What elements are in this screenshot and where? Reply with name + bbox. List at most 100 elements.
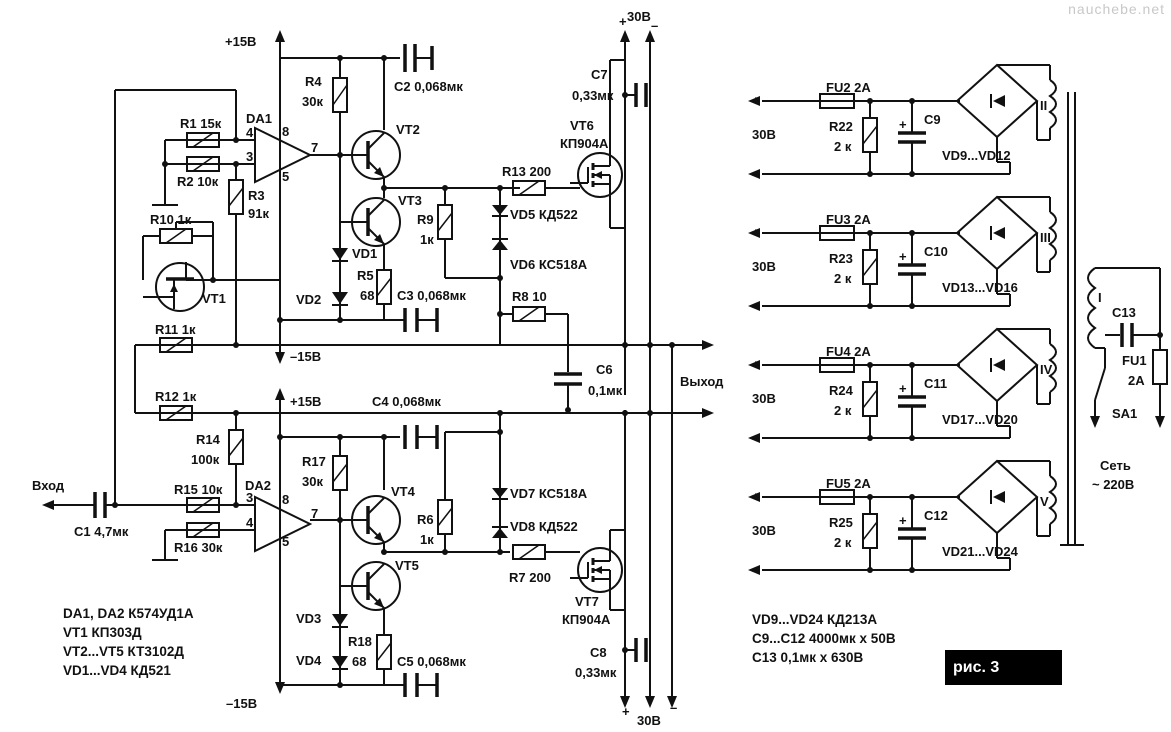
da1-opamp [254,126,313,184]
label-minus: – [752,167,759,182]
label-vt6-type: КП904А [560,136,609,151]
plus-arrow-icon [748,96,760,106]
bridge-diode-icon [993,359,1005,371]
label-r13: R13 200 [502,164,551,179]
secondary-winding [1048,343,1057,393]
label-vt7: VT7 [575,594,599,609]
label-r10: R10 1к [150,212,192,227]
label-plus: + [752,357,760,372]
label-winding-primary: I [1098,290,1102,305]
note-left-2: VT1 КП303Д [63,625,142,640]
pin-4-da1: 4 [246,125,254,140]
label-r14v: 100к [191,452,220,467]
pin-8-da1: 8 [282,124,289,139]
label-r5v: 68 [360,288,374,303]
label-vd3: VD3 [296,611,321,626]
label-r7: R7 200 [509,570,551,585]
label-r18: R18 [348,634,372,649]
bridge-diode-icon [993,491,1005,503]
label-winding: IV [1040,362,1053,377]
primary-winding [1087,267,1097,349]
plus15-arrow-icon [275,30,285,42]
label-vt6: VT6 [570,118,594,133]
label-bleeder-value: 2 к [834,403,852,418]
label-r16: R16 30к [174,540,223,555]
fuse [819,489,855,505]
svg-text:+: + [899,117,907,132]
vt4-transistor [344,494,402,546]
label-fuse: FU2 2А [826,80,871,95]
label-bridge: VD9...VD12 [942,148,1011,163]
plus-arrow-icon [748,492,760,502]
label-r18v: 68 [352,654,366,669]
label-c8: C8 [590,645,607,660]
fuse [819,225,855,241]
label-c5: C5 0,068мк [397,654,466,669]
label-30v-bot: 30В [637,713,661,728]
label-vt1: VT1 [202,291,226,306]
label-vd5: VD5 КД522 [510,207,578,222]
label-bleeder-res: R22 [829,119,853,134]
label-filter-cap: C10 [924,244,948,259]
label-fuse: FU5 2А [826,476,871,491]
label-r14: R14 [196,432,221,447]
label-vt4: VT4 [391,484,416,499]
note-left-4: VD1...VD4 КД521 [63,663,171,678]
label-filter-cap: C9 [924,112,941,127]
label-c6: C6 [596,362,613,377]
label-filter-cap: C11 [924,376,947,391]
label-m15-bot: –15В [226,696,257,711]
plus-arrow-icon [748,360,760,370]
label-r3: R3 [248,188,265,203]
component-notes-right: VD9...VD24 КД213А C9...C12 4000мк х 50В … [752,610,896,667]
da2-opamp [254,495,313,553]
label-winding: II [1040,98,1047,113]
label-c7v: 0,33мк [572,88,614,103]
label-vd1: VD1 [352,246,377,261]
label-r17v: 30к [302,474,323,489]
label-r9: R9 [417,212,434,227]
secondary-winding [1048,211,1057,261]
sa1-switch [1094,367,1106,401]
label-vhod: Вход [32,478,65,493]
label-minus: – [752,299,759,314]
label-r8: R8 10 [512,289,547,304]
note-left-3: VT2...VT5 КТ3102Д [63,644,184,659]
minus-arrow-icon [748,301,760,311]
note-right-2: C9...C12 4000мк х 50В [752,631,896,646]
minus-arrow-icon [748,433,760,443]
label-plus: + [752,93,760,108]
label-bleeder-res: R23 [829,251,853,266]
label-bridge: VD13...VD16 [942,280,1018,295]
label-plus: + [752,225,760,240]
label-r6: R6 [417,512,434,527]
label-bleeder-value: 2 к [834,535,852,550]
bridge-diode-icon [993,95,1005,107]
label-bleeder-value: 2 к [834,139,852,154]
label-c2: C2 0,068мк [394,79,463,94]
pin-3-da2: 3 [246,490,253,505]
note-right-1: VD9...VD24 КД213А [752,612,878,627]
label-plus-top: + [619,14,627,29]
vt5-transistor [344,560,402,612]
label-c6v: 0,1мк [588,383,623,398]
label-vt3: VT3 [398,193,422,208]
label-c1: C1 4,7мк [74,524,129,539]
fu1-fuse [1152,349,1168,385]
label-r12: R12 1к [155,389,197,404]
label-vt2: VT2 [396,122,420,137]
pin-7-da2: 7 [311,506,318,521]
pin-3-da1: 3 [246,149,253,164]
label-r2: R2 10к [177,174,219,189]
label-fu1v: 2А [1128,373,1145,388]
label-r4: R4 [305,74,322,89]
label-rail-voltage: 30В [752,523,776,538]
r2-resistor [186,156,220,172]
label-rail-voltage: 30В [752,127,776,142]
label-fu1: FU1 [1122,353,1147,368]
label-p15-mid: +15В [290,394,321,409]
label-r6v: 1к [420,532,434,547]
minus15-arrow-icon [275,352,285,364]
vt3-transistor [344,196,402,248]
